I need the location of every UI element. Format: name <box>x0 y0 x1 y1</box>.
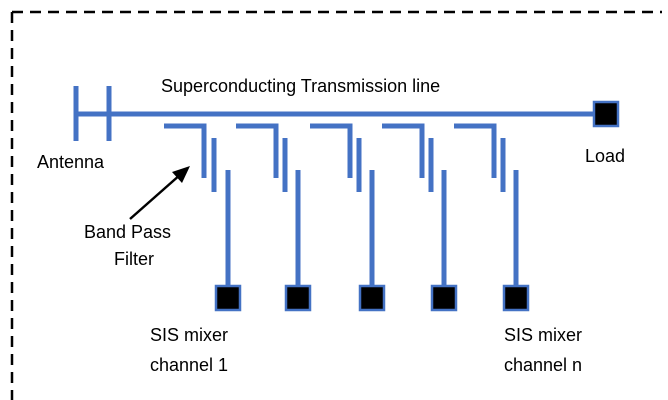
filter-coupler <box>164 123 207 178</box>
band-pass-label-line1: Band Pass <box>84 222 171 242</box>
antenna-label: Antenna <box>37 152 105 172</box>
band-pass-label-line2: Filter <box>114 249 154 269</box>
load-label: Load <box>585 146 625 166</box>
band-pass-filter-arrow <box>129 166 190 220</box>
filter-channel-2 <box>236 123 312 312</box>
transmission-line-label: Superconducting Transmission line <box>161 76 440 96</box>
filter-channel-5 <box>454 123 530 312</box>
filter-coupler <box>310 123 353 178</box>
sis-mixer-terminal <box>430 284 458 312</box>
sis-mixer-terminal <box>284 284 312 312</box>
dashed-border <box>10 10 662 400</box>
filter-channel-4 <box>382 123 458 312</box>
filter-coupler <box>236 123 279 178</box>
arrow-shaft <box>129 173 182 220</box>
filter-coupler <box>454 123 497 178</box>
arrow-head <box>172 166 190 183</box>
mixer-channel-1-label-line2: channel 1 <box>150 355 228 375</box>
mixer-channel-n-label-line1: SIS mixer <box>504 325 582 345</box>
mixer-channel-n-label-line2: channel n <box>504 355 582 375</box>
mixer-channel-1-label-line1: SIS mixer <box>150 325 228 345</box>
sis-mixer-terminal <box>502 284 530 312</box>
load-terminal <box>592 100 620 128</box>
filter-channel-3 <box>310 123 386 312</box>
sis-mixer-terminal <box>214 284 242 312</box>
filter-coupler <box>382 123 425 178</box>
sis-mixer-terminal <box>358 284 386 312</box>
filter-channel-1 <box>164 123 242 312</box>
